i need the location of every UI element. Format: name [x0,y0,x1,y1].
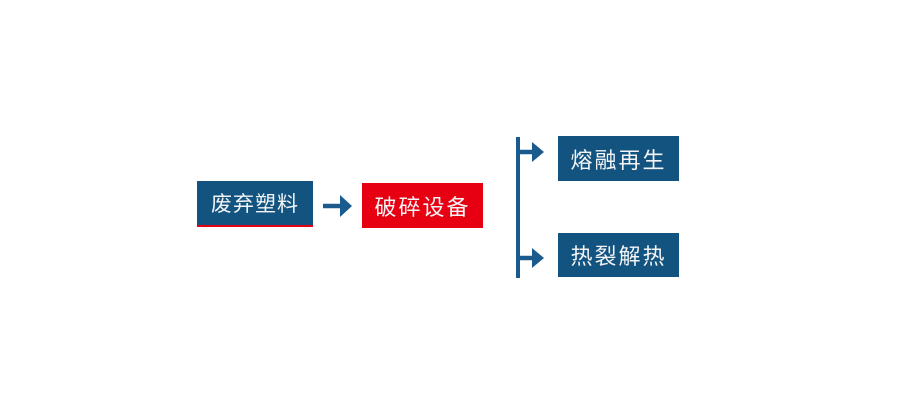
node-thermal-pyrolysis-label: 热裂解热 [570,245,667,270]
node-thermal-pyrolysis: 热裂解热 [558,233,679,277]
node-waste-plastic-label: 废弃塑料 [211,192,299,216]
node-crushing-equipment: 破碎设备 [362,183,483,228]
node-melt-regeneration: 熔融再生 [558,136,679,181]
branch-connector-line [516,137,520,278]
node-crushing-equipment-label: 破碎设备 [374,195,471,221]
node-melt-regeneration-label: 熔融再生 [570,148,667,174]
branch-arrow-bottom-icon [518,248,544,268]
arrow-right-icon [323,195,352,217]
branch-arrow-top-icon [518,142,544,162]
node-waste-plastic: 废弃塑料 [197,181,313,227]
